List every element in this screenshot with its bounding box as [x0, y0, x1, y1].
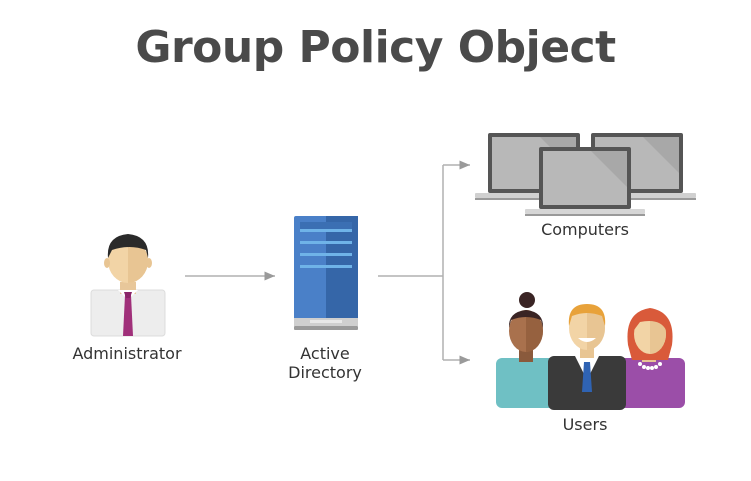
diagram-title: Group Policy Object [135, 22, 616, 73]
active-directory-label-line2: Directory [288, 363, 362, 382]
administrator-label: Administrator [72, 344, 182, 363]
users-label: Users [562, 415, 608, 434]
administrator-icon [90, 234, 166, 337]
server-icon [294, 216, 358, 330]
arrow-ad-to-branches [378, 160, 470, 365]
active-directory-label-line1: Active [300, 344, 350, 363]
users-icon [496, 292, 685, 410]
active-directory-label: Active Directory [260, 344, 390, 382]
laptop-icon [475, 133, 696, 216]
computers-label: Computers [541, 220, 629, 239]
